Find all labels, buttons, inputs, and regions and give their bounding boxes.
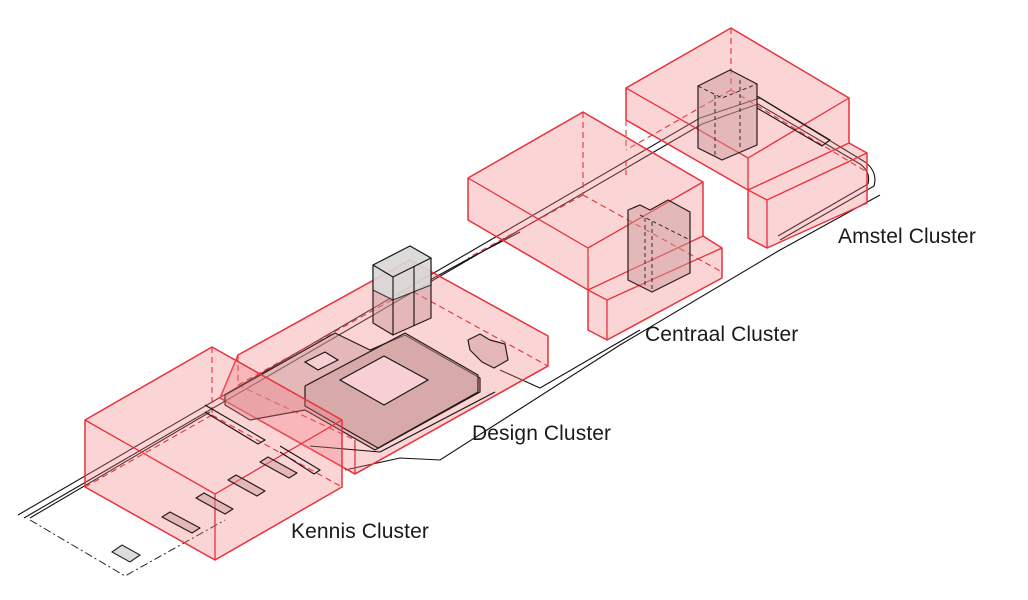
road-south-edge — [29, 194, 881, 519]
design-buildings — [224, 332, 509, 453]
design-podium — [224, 332, 481, 451]
kennis-buildings — [110, 404, 322, 563]
amstel-tower — [697, 69, 831, 161]
design-tower — [372, 245, 432, 336]
kennis-building-2 — [195, 492, 234, 515]
road-connector-centraal — [499, 329, 641, 389]
amstel-cluster-volume — [625, 27, 868, 249]
kennis-building-1 — [161, 511, 201, 534]
design-pavilion — [467, 333, 509, 369]
kennis-building-3 — [227, 474, 266, 497]
design-courtyard — [338, 355, 430, 406]
kennis-cluster-volume — [84, 346, 343, 561]
kennis-pavilion — [110, 544, 142, 563]
centraal-cluster-label: Centraal Cluster — [645, 323, 799, 346]
design-cluster-label: Design Cluster — [472, 422, 612, 445]
centraal-tower — [627, 199, 691, 293]
centraal-cluster-volume — [467, 111, 723, 341]
kennis-cluster-label: Kennis Cluster — [291, 520, 429, 543]
kennis-building-4 — [259, 456, 298, 479]
site-boundary-dashed — [29, 519, 226, 577]
road-network — [17, 97, 881, 577]
amstel-cluster-label: Amstel Cluster — [838, 225, 976, 248]
